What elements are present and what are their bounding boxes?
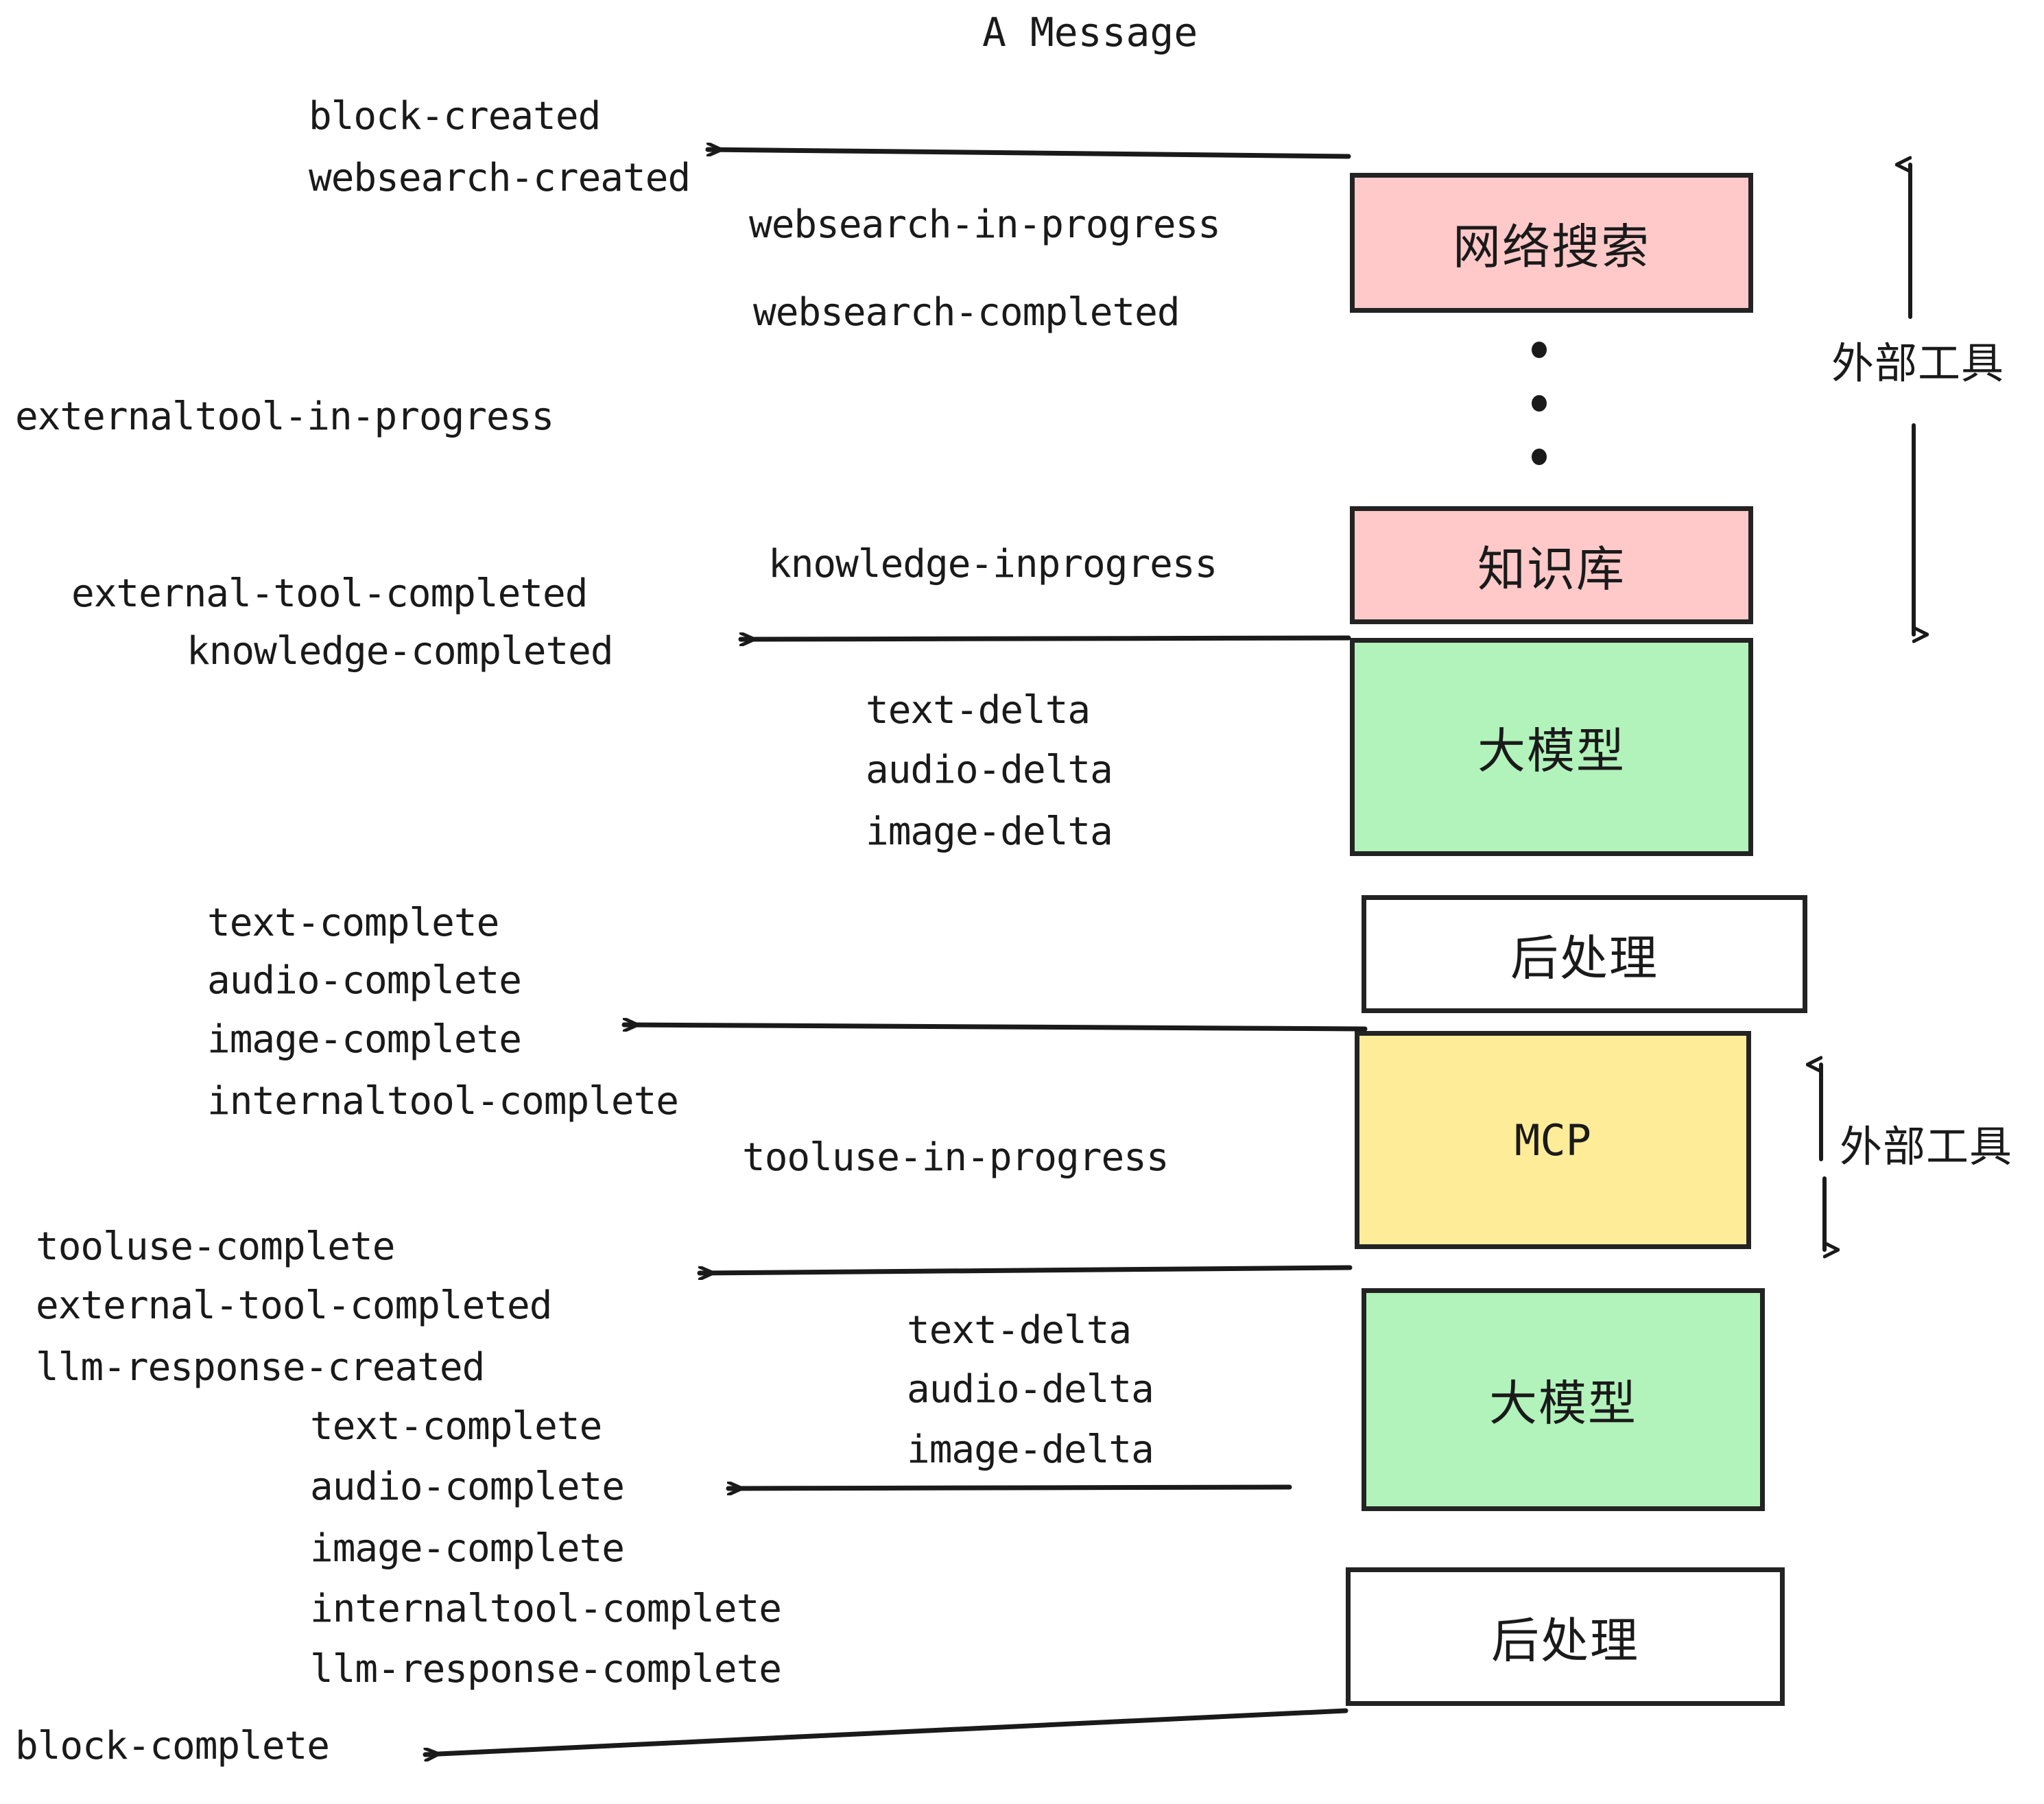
event-label-image-complete-1: image-complete <box>207 1017 522 1062</box>
event-label-audio-delta-2: audio-delta <box>907 1367 1154 1412</box>
box-llm-bottom[interactable]: 大模型 <box>1362 1288 1765 1511</box>
event-label-image-delta-1: image-delta <box>866 809 1113 854</box>
event-label-llm-response-created: llm-response-created <box>36 1345 485 1390</box>
box-postprocess-top[interactable]: 后处理 <box>1362 895 1807 1013</box>
event-label-knowledge-inprogress: knowledge-inprogress <box>768 542 1217 586</box>
box-mcp[interactable]: MCP <box>1355 1031 1751 1249</box>
event-label-internaltool-complete-2: internaltool-complete <box>310 1587 782 1631</box>
event-label-llm-response-complete: llm-response-complete <box>310 1647 782 1692</box>
event-label-tooluse-complete: tooluse-complete <box>36 1224 395 1269</box>
box-knowledge[interactable]: 知识库 <box>1350 506 1753 624</box>
dot-3 <box>1532 449 1547 465</box>
box-llm-top[interactable]: 大模型 <box>1350 638 1753 856</box>
event-label-text-complete-1: text-complete <box>207 901 499 945</box>
arrow-websearch-to-block-created <box>705 150 1351 159</box>
event-label-text-complete-2: text-complete <box>310 1404 602 1449</box>
dot-2 <box>1532 395 1547 412</box>
event-label-internaltool-complete-1: internaltool-complete <box>207 1079 679 1124</box>
event-label-knowledge-completed: knowledge-completed <box>187 629 614 674</box>
event-label-audio-complete-1: audio-complete <box>207 958 522 1003</box>
event-label-block-complete: block-complete <box>15 1724 330 1768</box>
page-title: A Message <box>982 9 1198 56</box>
side-label-external-tools-bottom: 外部工具 <box>1840 1124 2013 1171</box>
arrow-knowledge-to-knowledge-completed <box>738 638 1351 639</box>
box-websearch[interactable]: 网络搜索 <box>1350 173 1753 313</box>
side-label-external-tools-top: 外部工具 <box>1831 340 2005 388</box>
event-label-externaltool-in-progress: externaltool-in-progress <box>15 394 554 439</box>
event-label-websearch-completed: websearch-completed <box>753 290 1180 335</box>
event-label-external-tool-completed-2: external-tool-completed <box>36 1283 552 1328</box>
event-label-audio-delta-1: audio-delta <box>866 748 1113 792</box>
dot-1 <box>1532 342 1547 358</box>
event-label-image-delta-2: image-delta <box>907 1427 1154 1472</box>
event-label-websearch-in-progress: websearch-in-progress <box>749 202 1221 247</box>
event-label-tooluse-in-progress: tooluse-in-progress <box>742 1135 1169 1180</box>
arrow-postprocess-to-image-complete <box>621 1025 1368 1029</box>
arrow-mcp-to-tooluse-complete <box>697 1265 1353 1273</box>
event-label-text-delta-1: text-delta <box>866 688 1091 733</box>
arrow-postprocess-to-block-complete <box>423 1708 1348 1755</box>
event-label-websearch-created: websearch-created <box>309 156 691 200</box>
event-label-block-created: block-created <box>309 94 601 139</box>
event-label-text-delta-2: text-delta <box>907 1308 1132 1353</box>
box-postprocess-bottom[interactable]: 后处理 <box>1346 1567 1785 1706</box>
event-label-audio-complete-2: audio-complete <box>310 1464 625 1509</box>
arrow-llm-to-audio-complete <box>726 1487 1292 1488</box>
event-label-external-tool-completed-1: external-tool-completed <box>71 571 588 616</box>
ellipsis-dots <box>1531 342 1547 465</box>
event-label-image-complete-2: image-complete <box>310 1526 625 1571</box>
